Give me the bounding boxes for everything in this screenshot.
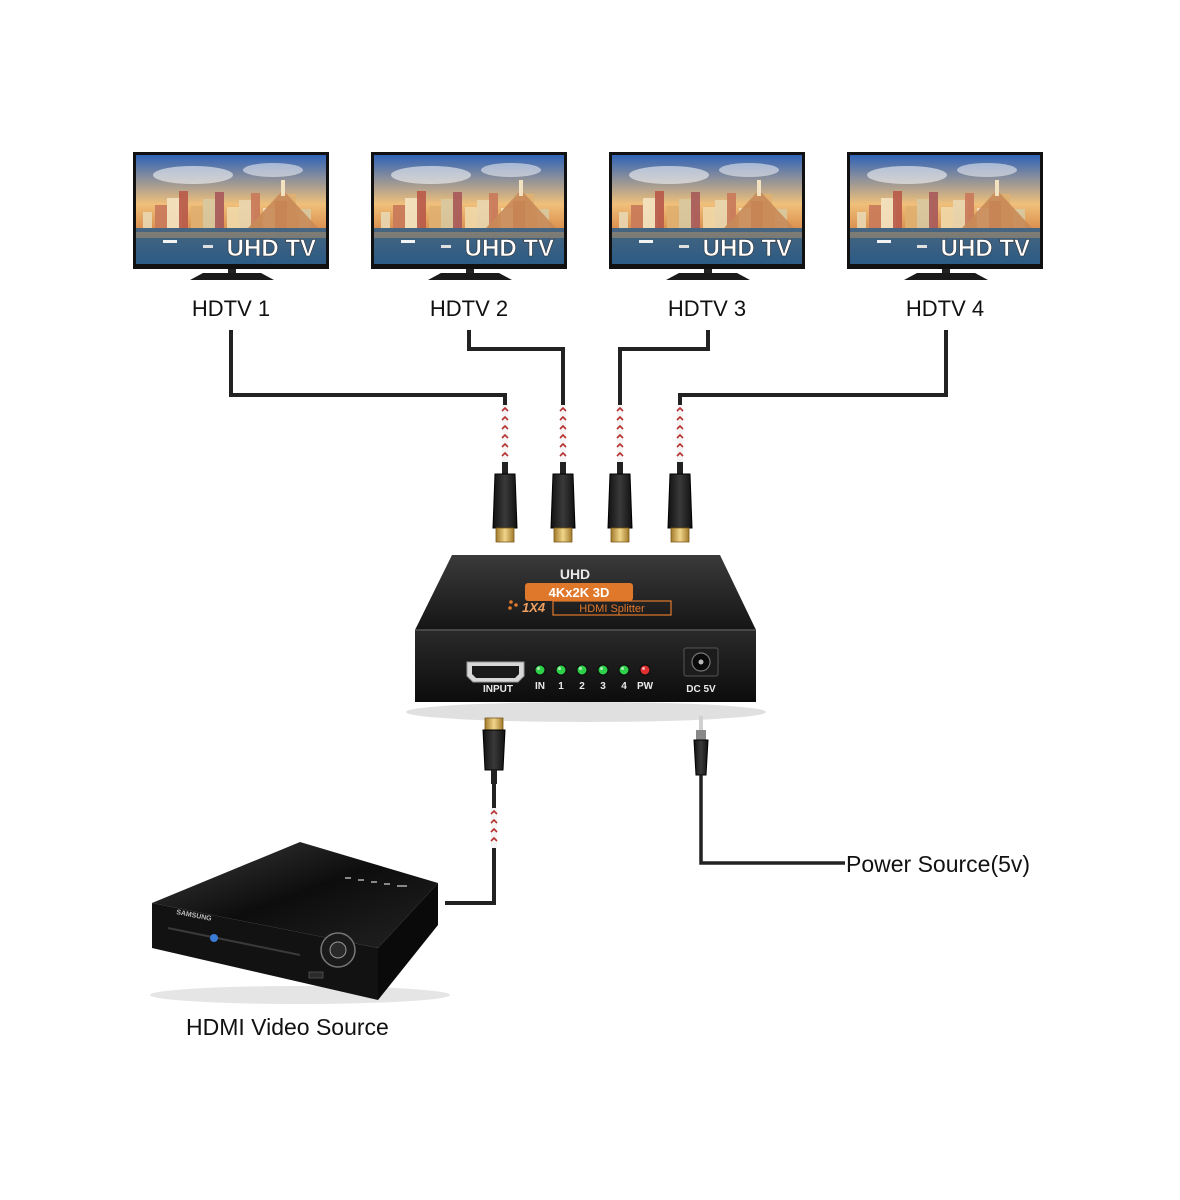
- cable-hdtv-2: [467, 330, 565, 405]
- power-source-label: Power Source(5v): [846, 851, 1030, 877]
- led-label: IN: [535, 681, 545, 692]
- splitter-uhd-label: UHD: [560, 566, 590, 582]
- splitter-model-name: HDMI Splitter: [579, 603, 645, 615]
- led-2: [576, 664, 588, 676]
- hdtv-1: UHD TV HDTV 1: [133, 152, 329, 321]
- bluray-logo: [210, 934, 218, 942]
- led-label: 4: [621, 681, 627, 692]
- splitter-badge: [525, 583, 633, 601]
- hdtv-label: HDTV 2: [430, 296, 508, 321]
- led-3: [597, 664, 609, 676]
- splitter-model: 1X4: [522, 600, 546, 615]
- tv-stand: [428, 273, 512, 280]
- tv-stand: [666, 273, 750, 280]
- dc-power-jack: DC 5V: [683, 647, 719, 695]
- led-4: [618, 664, 630, 676]
- tv-screen-text: UHD TV: [227, 235, 316, 262]
- dc-jack-label: DC 5V: [686, 684, 716, 695]
- hdmi-plug-3: [607, 405, 633, 543]
- power-cable: [693, 716, 845, 865]
- hdtv-label: HDTV 1: [192, 296, 270, 321]
- status-leds: IN 1 2 3 4 PW: [534, 664, 654, 692]
- led-label: 1: [558, 681, 564, 692]
- tv-screen-text: UHD TV: [941, 235, 1030, 262]
- hdmi-splitter-device: UHD 4Kx2K 3D 1X4 HDMI Splitter INPUT IN 1…: [406, 555, 766, 722]
- hdmi-plug-4: [667, 405, 693, 543]
- output-cables: [229, 330, 948, 405]
- hdtv-4: UHD TV HDTV 4: [847, 152, 1043, 321]
- splitter-badge-text: 4Kx2K 3D: [549, 585, 610, 600]
- hdmi-input-port: INPUT: [466, 661, 525, 695]
- tv-stand: [904, 273, 988, 280]
- video-source-player: SAMSUNG: [150, 842, 450, 1004]
- hdtv-label: HDTV 4: [906, 296, 984, 321]
- hdtv-label: HDTV 3: [668, 296, 746, 321]
- hdmi-plug-2: [550, 405, 576, 543]
- cable-hdtv-4: [678, 330, 948, 405]
- video-source-label: HDMI Video Source: [186, 1014, 389, 1040]
- led-label: PW: [637, 681, 654, 692]
- cable-hdtv-3: [618, 330, 710, 405]
- player-top-face: [152, 842, 438, 948]
- tv-screen-text: UHD TV: [703, 235, 792, 262]
- led-label: 3: [600, 681, 606, 692]
- hdmi-plug-1: [492, 405, 518, 543]
- tv-stand: [190, 273, 274, 280]
- input-cable: [445, 717, 506, 905]
- hdtv-2: UHD TV HDTV 2: [371, 152, 567, 321]
- cable-hdtv-1: [229, 330, 507, 405]
- led-pw: [639, 664, 651, 676]
- led-label: 2: [579, 681, 585, 692]
- led-1: [555, 664, 567, 676]
- hdtv-3: UHD TV HDTV 3: [609, 152, 805, 321]
- tv-screen-text: UHD TV: [465, 235, 554, 262]
- splitter-model-line: 1X4 HDMI Splitter: [508, 600, 672, 616]
- led-in: [534, 664, 546, 676]
- input-port-label: INPUT: [483, 684, 513, 695]
- player-side-face: [378, 883, 438, 1000]
